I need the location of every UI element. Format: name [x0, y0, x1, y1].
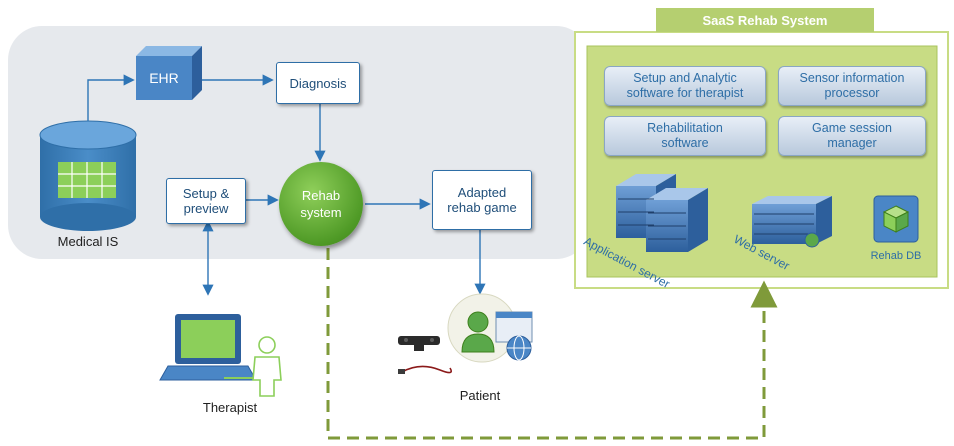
rehab-line2: system: [300, 205, 342, 220]
arrow-db-to-ehr: [87, 74, 135, 121]
adapted-line1: Adapted: [457, 185, 507, 200]
rehab-system-node: Rehab system: [279, 162, 363, 246]
ehr-label: EHR: [149, 70, 179, 86]
module-rehabilitation-software: Rehabilitation software: [604, 116, 766, 156]
application-server-icon: [616, 174, 708, 252]
rehab-db-label: Rehab DB: [870, 250, 922, 262]
ehr-cube-icon: [136, 46, 202, 100]
patient-icon: [398, 293, 533, 374]
module-game-session-manager: Game session manager: [778, 116, 926, 156]
diagnosis-box: Diagnosis: [276, 62, 360, 104]
setup-preview-line1: Setup &: [182, 186, 230, 201]
saas-title: SaaS Rehab System: [656, 8, 874, 32]
rehab-line1: Rehab: [301, 188, 341, 203]
dashed-link-rehab-to-saas: [326, 248, 778, 440]
module-sensor-processor: Sensor information processor: [778, 66, 926, 106]
medical-is-label: Medical IS: [57, 234, 119, 249]
therapist-label: Therapist: [202, 400, 258, 415]
adapted-rehab-game-box: Adapted rehab game: [432, 170, 532, 230]
module-setup-analytic: Setup and Analytic software for therapis…: [604, 66, 766, 106]
setup-preview-line2: preview: [183, 201, 229, 216]
therapist-person-icon: [252, 336, 282, 397]
therapist-laptop-icon: [159, 314, 262, 381]
medical-is-db-icon: [39, 120, 137, 231]
web-server-icon: [752, 196, 832, 248]
patient-label: Patient: [459, 388, 501, 403]
setup-preview-box: Setup & preview: [166, 178, 246, 224]
rehab-db-icon: [873, 195, 919, 243]
adapted-line2: rehab game: [447, 200, 517, 215]
diagnosis-label: Diagnosis: [289, 75, 347, 91]
